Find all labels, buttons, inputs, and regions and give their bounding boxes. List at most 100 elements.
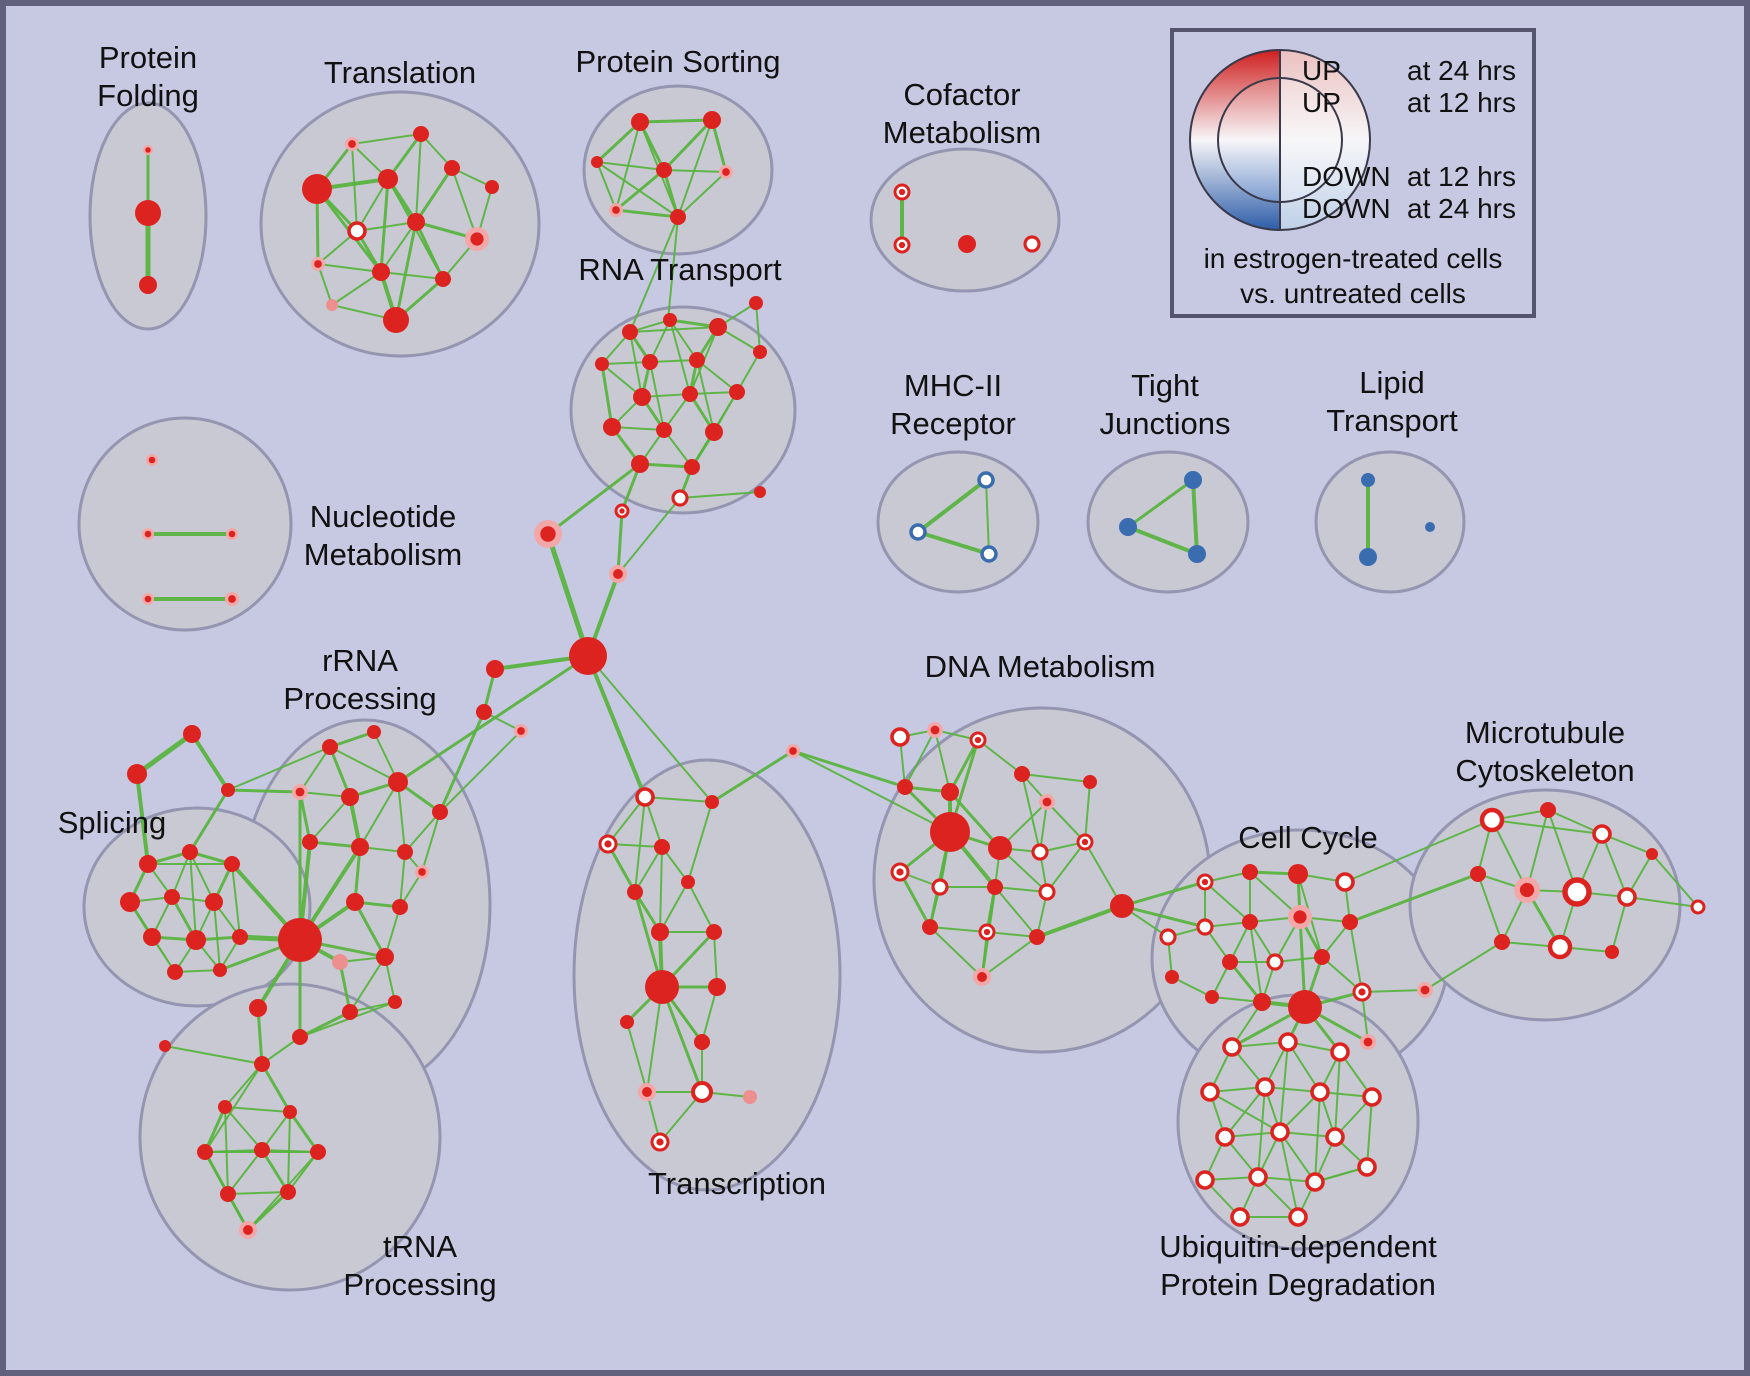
edge-microtubule-cytoskeleton	[1526, 809, 1549, 891]
edge-rrna-processing	[349, 956, 386, 1013]
node-cell-cycle	[1335, 872, 1355, 892]
node-ubiquitin-degradation	[1230, 1207, 1250, 1227]
edge-microtubule-cytoskeleton	[1626, 896, 1699, 908]
node-dna-metabolism-core	[1042, 797, 1052, 807]
node-rrna-processing	[322, 739, 338, 755]
edge-splicing	[189, 851, 197, 941]
edge-translation	[356, 221, 417, 232]
node-rrna-processing	[292, 1029, 308, 1045]
node-ubiquitin-degradation	[1270, 1122, 1290, 1142]
node-nucleotide-metabolism-core	[228, 595, 236, 603]
node-cofactor-metabolism-core	[898, 188, 906, 196]
edge-ubiquitin-degradation	[1209, 1091, 1281, 1133]
edge-trna-processing	[203, 1105, 227, 1154]
edge-translation	[351, 143, 358, 232]
node-protein-sorting	[631, 113, 649, 131]
link-edge	[545, 531, 591, 659]
node-dna-metabolism	[897, 779, 913, 795]
node-microtubule-cytoskeleton	[1479, 807, 1505, 833]
node-splicing	[167, 964, 183, 980]
link-edge	[135, 772, 150, 866]
link-edge	[710, 749, 795, 804]
node-microtubule-cytoskeleton	[1494, 934, 1510, 950]
node-protein-sorting-core	[722, 168, 730, 176]
link-edge	[791, 749, 907, 789]
edge-rna-transport	[600, 362, 614, 429]
node-translation	[383, 307, 409, 333]
edge-rrna-processing	[298, 790, 312, 844]
edge-trna-processing	[227, 1191, 289, 1195]
link-edge	[188, 788, 230, 854]
node-cell-cycle	[1253, 993, 1271, 1011]
cluster-label-nucleotide-metabolism: Metabolism	[304, 537, 463, 572]
cluster-label-lipid-transport: Lipid	[1359, 365, 1425, 400]
link-edge	[586, 654, 647, 799]
link-edge	[134, 731, 195, 777]
node-splicing	[186, 930, 206, 950]
edge-rrna-processing	[353, 900, 387, 959]
edge-dna-metabolism	[1084, 781, 1091, 843]
edge-translation	[356, 178, 389, 232]
node-rna-transport	[684, 459, 700, 475]
node-cell-cycle	[1196, 918, 1214, 936]
node-rrna-processing	[346, 893, 364, 911]
node-cell-cycle	[1314, 949, 1330, 965]
node-rna-transport	[689, 352, 705, 368]
legend-up-24-label: UP	[1302, 55, 1341, 86]
node-ubiquitin-degradation	[1357, 1157, 1377, 1177]
cluster-label-tight-junctions: Tight	[1131, 368, 1199, 403]
edge-dna-metabolism	[977, 739, 1023, 775]
cluster-label-microtubule-cytoskeleton: Microtubule	[1465, 715, 1625, 750]
legend-up-12-label: UP	[1302, 87, 1341, 118]
node-transcription	[645, 970, 679, 1004]
cluster-ellipse-nucleotide-metabolism	[77, 416, 293, 632]
node-trna-processing	[280, 1184, 296, 1200]
node-transcription	[635, 787, 655, 807]
node-translation	[347, 221, 367, 241]
cluster-label-protein-folding: Protein	[99, 40, 197, 75]
node-translation-core	[470, 232, 484, 246]
connector-node-core	[1420, 985, 1430, 995]
link-edge	[629, 216, 679, 333]
node-tight-junctions	[1119, 518, 1137, 536]
node-microtubule-cytoskeleton-core	[1519, 882, 1535, 898]
link-edge	[226, 788, 302, 794]
node-cell-cycle	[1242, 864, 1258, 880]
node-transcription	[654, 839, 670, 855]
legend-inner-right-half	[1280, 78, 1342, 202]
node-rrna-processing	[367, 725, 381, 739]
node-translation	[444, 160, 460, 176]
edge-dna-metabolism	[1021, 773, 1091, 783]
node-trna-processing	[159, 1040, 171, 1052]
link-edge	[679, 491, 761, 499]
node-translation	[413, 126, 429, 142]
cluster-label-trna-processing: Processing	[343, 1267, 496, 1302]
edge-transcription	[701, 986, 718, 1043]
link-edge	[1084, 841, 1123, 907]
edge-translation	[379, 177, 390, 274]
node-dna-metabolism	[1038, 883, 1056, 901]
node-rrna-processing-core	[295, 787, 305, 797]
node-rrna-processing	[432, 804, 448, 820]
edge-transcription	[687, 881, 715, 933]
cluster-label-mhc-ii-receptor: Receptor	[890, 406, 1016, 441]
node-rna-transport	[622, 324, 638, 340]
node-rna-transport	[631, 455, 649, 473]
node-splicing	[205, 893, 223, 911]
node-cell-cycle	[1288, 864, 1308, 884]
node-cell-cycle	[1205, 990, 1219, 1004]
cluster-label-dna-metabolism: DNA Metabolism	[925, 649, 1156, 684]
legend-down-24-label: DOWN	[1302, 193, 1391, 224]
node-trna-processing	[220, 1186, 236, 1202]
legend-box	[1170, 28, 1536, 318]
edge-trna-processing	[256, 1006, 264, 1066]
link-edge	[617, 497, 681, 575]
node-ubiquitin-degradation	[1288, 1207, 1308, 1227]
node-translation	[435, 271, 451, 287]
edge-transcription	[634, 796, 646, 893]
cluster-label-ubiquitin-degradation: Protein Degradation	[1160, 1267, 1436, 1302]
edge-ubiquitin-degradation	[1279, 1041, 1289, 1133]
node-splicing	[232, 929, 248, 945]
node-splicing	[120, 892, 140, 912]
edge-transcription	[634, 846, 663, 893]
